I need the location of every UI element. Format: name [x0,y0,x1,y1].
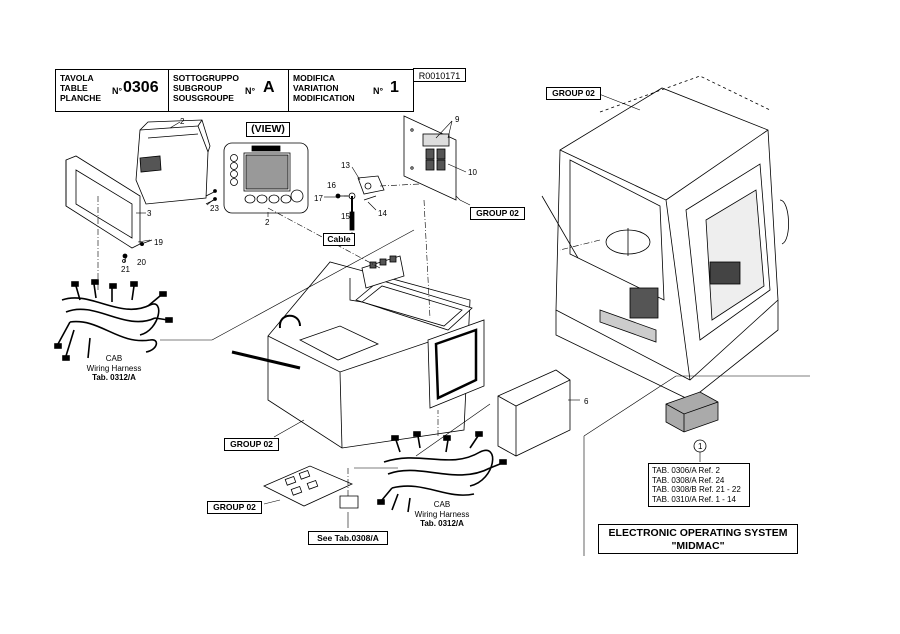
label-line: VARIATION [293,83,339,93]
part-number-20: 20 [137,258,146,267]
group-02-label-cab: GROUP 02 [546,87,601,100]
tab-reference-box: TAB. 0306/A Ref. 2 TAB. 0308/A Ref. 24 T… [648,463,750,507]
label-line: TAVOLA [60,73,94,83]
drawing-reference: R0010171 [413,68,466,82]
relay-bracket [403,115,457,201]
system-title-line2: "MIDMAC" [671,540,725,552]
title-variation: MODIFICA VARIATION MODIFICATION N° 1 [288,69,414,112]
table-no-label: N° [112,86,123,96]
part-number-19: 19 [154,238,163,247]
harness-left-line1: CAB [105,354,123,363]
group-02-label-plate: GROUP 02 [207,501,262,514]
part-number-1: 1 [698,442,703,451]
title-table: TAVOLA TABLE PLANCHE N° 0306 [55,69,169,112]
part-number-14: 14 [378,209,387,218]
part-number-10: 10 [468,168,477,177]
label-line: TABLE [60,83,88,93]
label-line: PLANCHE [60,93,102,103]
mounting-plate [263,465,359,509]
label-line: MODIFICATION [293,93,355,103]
harness-right-line3: Tab. 0312/A [420,519,464,528]
part-number-2: 2 [180,117,185,126]
label-line: SOTTOGRUPPO [173,73,239,83]
mounting-frame [65,155,141,249]
cable-label: Cable [323,233,355,246]
display-panel-view [223,142,309,214]
title-table-labels: TAVOLA TABLE PLANCHE [60,73,101,103]
system-title-box: ELECTRONIC OPERATING SYSTEM "MIDMAC" [598,524,798,554]
part-number-9: 9 [455,115,460,124]
harness-right-line2: Wiring Harness [414,509,470,519]
operator-cab [541,75,789,401]
subgroup-value: A [263,79,275,96]
harness-left-line2: Wiring Harness [86,363,142,373]
leader-lines [123,93,701,528]
control-box-base [231,255,485,449]
tab-ref-line: TAB. 0308/B Ref. 21 - 22 [652,485,741,494]
wiring-harness-right [377,431,507,513]
part-number-17: 17 [314,194,323,203]
part-number-2: 2 [265,218,270,227]
title-subgroup-labels: SOTTOGRUPPO SUBGROUP SOUSGROUPE [173,73,239,103]
part-number-3: 3 [147,209,152,218]
harness-right-line1: CAB [433,500,451,509]
label-line: MODIFICA [293,73,336,83]
part-number-6: 6 [584,397,589,406]
title-subgroup: SOTTOGRUPPO SUBGROUP SOUSGROUPE N° A [168,69,289,112]
see-tab-label: See Tab.0308/A [308,531,388,545]
item-1-marker [693,439,707,453]
harness-left-note: CAB Wiring Harness Tab. 0312/A [64,354,164,383]
screws [122,189,217,263]
part-number-21: 21 [121,265,130,274]
label-line: SUBGROUP [173,83,223,93]
junction-box [497,369,571,457]
part-number-15: 15 [341,212,350,221]
subgroup-no-label: N° [245,86,256,96]
view-label: (VIEW) [246,122,290,137]
tab-ref-line: TAB. 0308/A Ref. 24 [652,475,725,485]
tab-ref-line: TAB. 0310/A Ref. 1 - 14 [652,494,736,504]
table-number: 0306 [123,79,159,96]
part-number-16: 16 [327,181,336,190]
harness-left-line3: Tab. 0312/A [92,373,136,382]
boundary-lines [160,229,810,556]
tab-ref-line: TAB. 0306/A Ref. 2 [652,466,720,475]
group-02-label-bracket: GROUP 02 [470,207,525,220]
label-line: SOUSGROUPE [173,93,234,103]
electronic-module [665,391,719,433]
harness-right-note: CAB Wiring Harness Tab. 0312/A [392,500,492,529]
group-02-label-base: GROUP 02 [224,438,279,451]
title-variation-labels: MODIFICA VARIATION MODIFICATION [293,73,355,103]
part-number-13: 13 [341,161,350,170]
part-number-23: 23 [210,204,219,213]
wiring-harness-left [54,279,173,361]
control-unit-housing [135,119,211,205]
system-title-line1: ELECTRONIC OPERATING SYSTEM [608,527,788,539]
cable-bracket [335,175,385,231]
variation-no-label: N° [373,86,384,96]
variation-value: 1 [390,79,399,96]
